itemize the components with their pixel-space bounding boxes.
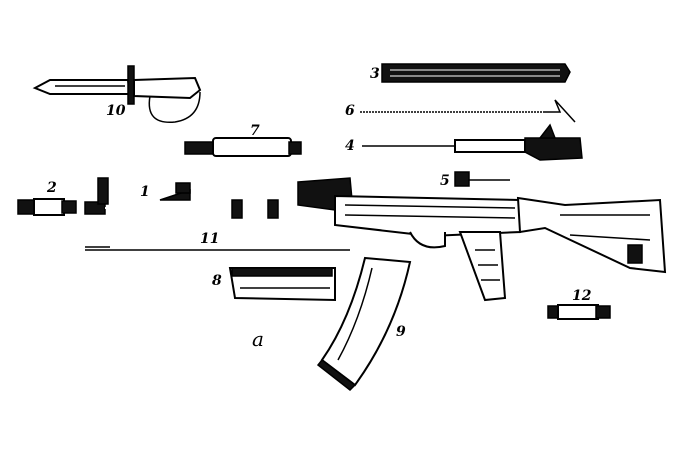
part-label-11: 11: [200, 231, 219, 247]
bayonet: [32, 65, 202, 123]
part-label-1: 1: [140, 184, 150, 200]
part-label-4: 4: [345, 138, 355, 154]
receiver-cover: [381, 63, 571, 83]
part-label-5: 5: [440, 173, 450, 189]
muzzle-brake: [17, 198, 77, 216]
bolt-carrier: [362, 123, 583, 161]
part-label-3: 3: [370, 66, 380, 82]
figure-sublabel: а: [252, 327, 264, 351]
part-label-12: 12: [572, 288, 592, 304]
part-label-10: 10: [106, 103, 126, 119]
part-label-2: 2: [46, 180, 57, 196]
upper-handguard: [184, 137, 302, 157]
lower-handguard: [228, 267, 336, 302]
bolt: [454, 171, 510, 187]
rifle-assembly: [84, 177, 667, 302]
oil-bottle: [547, 304, 611, 320]
part-label-8: 8: [212, 273, 222, 289]
cleaning-rod: [85, 246, 350, 251]
part-label-6: 6: [345, 103, 355, 119]
magazine: [316, 256, 412, 391]
part-label-7: 7: [250, 123, 260, 139]
part-label-9: 9: [396, 324, 406, 340]
recoil-spring: [360, 99, 576, 123]
